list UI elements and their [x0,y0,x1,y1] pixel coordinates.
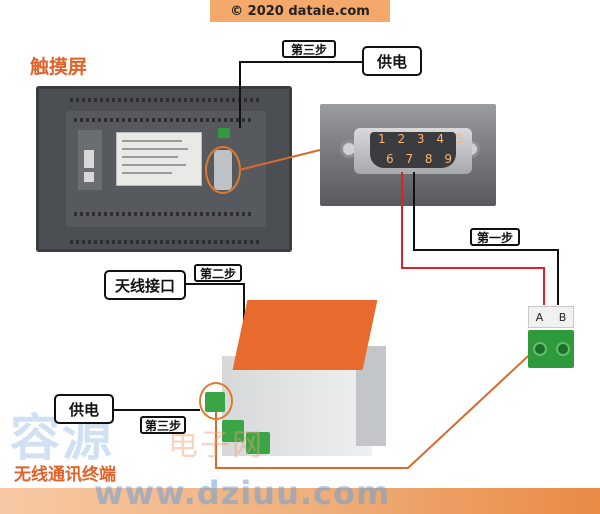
spec-line [122,156,178,158]
hmi-switch-port [84,150,94,168]
device-title: 无线通讯终端 [14,465,116,485]
antenna-label: 天线接口 [104,270,186,300]
device-terminal [246,432,270,454]
step-1: 第一步 [470,228,520,246]
spec-line [122,164,186,166]
db9-pin-numbers-bottom: 6 7 8 9 [386,152,456,166]
terminal-a-label: A [535,310,544,324]
hmi-to-db9-leader [238,149,321,171]
spec-line [122,148,188,150]
device-highlight-circle [199,382,233,420]
step-2: 第二步 [194,264,242,282]
device-terminal [222,420,244,442]
black-wire [413,172,559,305]
terminal-b-label: B [558,310,567,324]
antenna-leader [186,283,245,330]
hmi-vent-top [70,98,260,102]
hmi-vent-inner-bottom [74,212,254,216]
terminal-header [528,306,574,328]
power-label-bottom: 供电 [54,394,114,424]
hmi-usb-port [84,172,94,182]
hmi-vent-bottom [70,240,260,244]
step-3-bottom: 第三步 [140,416,186,434]
db9-pin-face [370,132,456,168]
power-label-top: 供电 [362,46,422,76]
power-top-leader [239,61,362,128]
spec-line [122,140,182,142]
hmi-power-connector [218,128,230,138]
device-top-cover [232,300,378,370]
copyright-banner: © 2020 dataie.com [210,0,390,22]
terminal-screw-b [556,342,570,356]
bottom-band [0,488,600,514]
spec-line [122,172,172,174]
terminal-orange-wire [215,344,541,469]
hmi-vent-inner-top [74,118,254,122]
db9-pin-numbers-top: 1 2 3 4 5 [378,132,468,146]
red-wire [401,172,545,305]
hmi-title: 触摸屏 [30,56,88,78]
terminal-screw-a [533,342,547,356]
step-3-top: 第三步 [282,40,336,58]
watermark-url: www.dziuu.com [94,474,391,512]
